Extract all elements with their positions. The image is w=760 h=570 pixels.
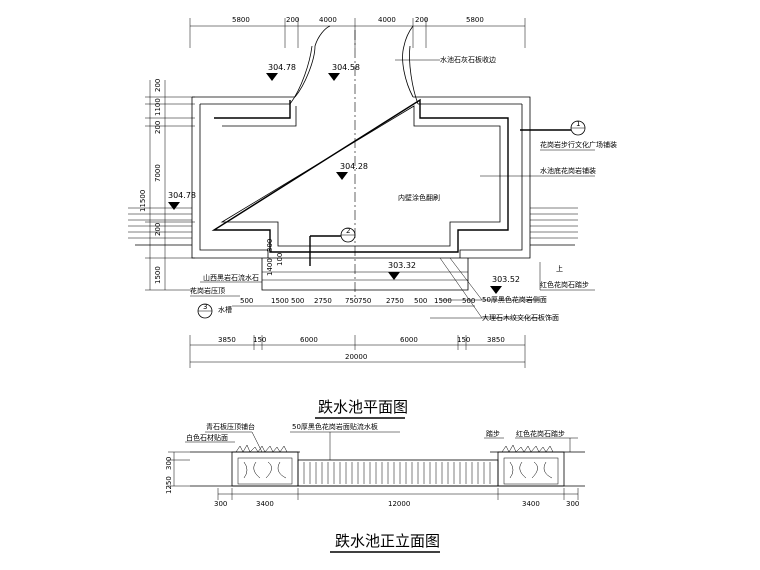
level-triangle-bottom-right xyxy=(490,286,502,294)
bottom-dim-1: 500 xyxy=(240,297,253,305)
left-dim-total: 11500 xyxy=(139,190,147,212)
level-triangle-top-left xyxy=(266,73,278,81)
elev-height-1: 300 xyxy=(165,457,173,470)
level-triangle-top-mid xyxy=(328,73,340,81)
left-dim-300: 300 xyxy=(266,239,274,252)
bottom-dim-7: 2750 xyxy=(386,297,404,305)
note-cap-stone: 花岗岩压顶 xyxy=(190,286,225,295)
left-dim-3: 200 xyxy=(154,121,162,134)
top-dim-1: 5800 xyxy=(232,16,250,24)
bottom-dim-6: 750 xyxy=(358,297,371,305)
elevation-title: 跌水池正立面图 xyxy=(335,532,440,550)
top-dim-2: 200 xyxy=(286,16,299,24)
callout-1: 1 xyxy=(576,120,580,128)
elev-dim-4: 3400 xyxy=(522,500,540,508)
side-label: 上 xyxy=(556,264,563,273)
bottom-dim-row2-4: 6000 xyxy=(400,336,418,344)
elev-note-right-a: 踏步 xyxy=(486,429,500,438)
central-water-wall xyxy=(297,459,499,487)
section-callouts: 1 2 3 xyxy=(197,120,586,319)
bottom-dim-row2-3: 6000 xyxy=(300,336,318,344)
elevation-height-dims: 300 1250 xyxy=(165,451,190,494)
left-dim-5: 200 xyxy=(154,223,162,236)
note-panel-50: 50厚黑色花岗岩侧面 xyxy=(482,295,547,304)
bottom-dim-2: 1500 xyxy=(271,297,289,305)
elev-dim-1: 300 xyxy=(214,500,227,508)
right-planter xyxy=(497,451,565,487)
left-dimension-chain: 200 1100 200 7000 200 1400 100 1500 1150… xyxy=(139,79,284,291)
right-steps xyxy=(530,207,578,239)
left-dim-7: 100 xyxy=(276,253,284,266)
top-dimension-chain: 5800 200 4000 4000 200 5800 xyxy=(189,16,526,48)
level-top-mid: 304.58 xyxy=(332,63,360,72)
left-steps xyxy=(128,207,192,239)
bottom-dim-9: 1500 xyxy=(434,297,452,305)
note-pool-bottom: 水池底花岗岩铺装 xyxy=(540,166,596,175)
note-water-trough: 水槽 xyxy=(218,305,232,314)
elev-dim-2: 3400 xyxy=(256,500,274,508)
pool-outline xyxy=(135,25,575,291)
top-dim-6: 5800 xyxy=(466,16,484,24)
bottom-dim-10: 500 xyxy=(462,297,475,305)
bottom-dim-row2-2: 150 xyxy=(253,336,266,344)
bottom-dim-4: 2750 xyxy=(314,297,332,305)
top-dim-3: 4000 xyxy=(319,16,337,24)
bottom-dim-row2-5: 150 xyxy=(457,336,470,344)
bottom-dim-row2-6: 3850 xyxy=(487,336,505,344)
note-granite-plaza: 花岗岩步行文化广场铺装 xyxy=(540,140,617,149)
bottom-dim-total: 20000 xyxy=(345,353,367,361)
bottom-dimension-chain: 500 1500 500 2750 750 750 2750 500 1500 … xyxy=(189,297,526,368)
elev-note-right-b: 红色花岗石踏步 xyxy=(516,429,565,438)
elev-dim-3: 12000 xyxy=(388,500,410,508)
left-dim-2: 1100 xyxy=(154,98,162,116)
elev-note-left-mid: 白色石材贴面 xyxy=(186,433,228,442)
level-bottom-mid: 303.32 xyxy=(388,261,416,270)
top-dim-4: 4000 xyxy=(378,16,396,24)
elevation-view: 青石板压顶铺台 白色石材贴面 50厚黑色花岗岩面贴流水板 踏步 红色花岗石踏步 … xyxy=(165,422,585,553)
left-planter xyxy=(231,451,299,487)
bottom-dim-row2-1: 3850 xyxy=(218,336,236,344)
note-cultural-stone: 大理石木纹文化石板饰面 xyxy=(482,313,559,322)
callout-2: 2 xyxy=(346,227,350,235)
elev-note-mid: 50厚黑色花岗岩面贴流水板 xyxy=(292,422,378,431)
level-triangle-left xyxy=(168,202,180,210)
plan-title: 跌水池平面图 xyxy=(318,398,408,416)
level-left: 304.78 xyxy=(168,191,196,200)
elev-note-left-top: 青石板压顶铺台 xyxy=(206,422,255,431)
level-triangle-bottom-mid xyxy=(388,272,400,280)
note-water-edge: 水池石灰石板收边 xyxy=(440,55,496,64)
plan-view: 5800 200 4000 4000 200 5800 xyxy=(128,16,617,419)
level-center: 304.28 xyxy=(340,162,368,171)
level-bottom-right: 303.52 xyxy=(492,275,520,284)
callout-3: 3 xyxy=(203,303,207,311)
level-triangle-center xyxy=(336,172,348,180)
bottom-dim-5: 750 xyxy=(345,297,358,305)
note-curb-right: 红色花岗石踏步 xyxy=(540,280,589,289)
elev-height-2: 1250 xyxy=(165,476,173,494)
left-dim-8: 1500 xyxy=(154,266,162,284)
left-dim-1: 200 xyxy=(154,79,162,92)
left-dim-4: 7000 xyxy=(154,164,162,182)
plan-annotations: 水池石灰石板收边 花岗岩步行文化广场铺装 水池底花岗岩铺装 内壁涂色翻刷 山西黑… xyxy=(190,55,617,322)
left-dim-6: 1400 xyxy=(266,258,274,276)
elev-dim-5: 300 xyxy=(566,500,579,508)
note-paint: 内壁涂色翻刷 xyxy=(398,193,440,202)
elevation-width-dims: 300 3400 12000 3400 300 xyxy=(214,488,579,508)
bottom-dim-8: 500 xyxy=(414,297,427,305)
bottom-dim-3: 500 xyxy=(291,297,304,305)
top-dim-5: 200 xyxy=(415,16,428,24)
note-steps-left: 山西黑岩石流水石 xyxy=(203,273,259,282)
elevation-annotations: 青石板压顶铺台 白色石材贴面 50厚黑色花岗岩面贴流水板 踏步 红色花岗石踏步 xyxy=(185,422,578,460)
level-markers: 304.78 304.58 304.28 304.78 303.32 303.5… xyxy=(168,63,520,294)
level-top-left: 304.78 xyxy=(268,63,296,72)
